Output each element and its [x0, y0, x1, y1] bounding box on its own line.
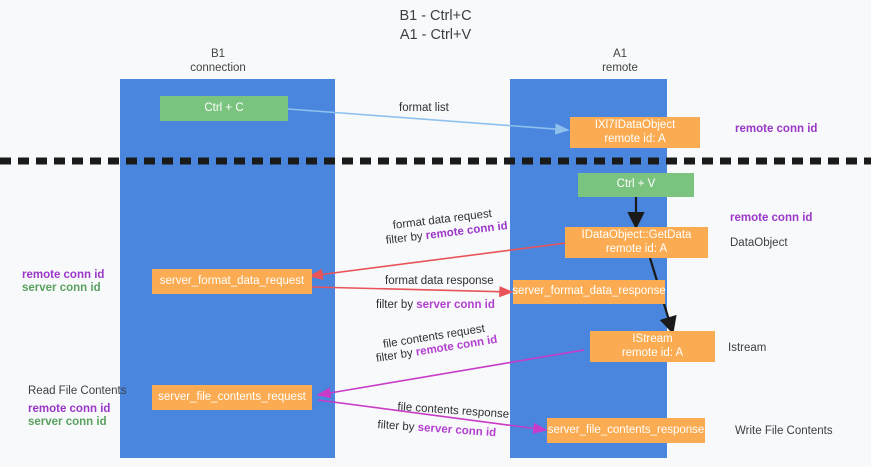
box-idataobject-getdata-line1: IDataObject::GetData: [581, 229, 692, 241]
box-idataobject-getdata-line2: remote id: A: [605, 242, 668, 255]
label-write-file-contents: Write File Contents: [735, 425, 833, 437]
filter-prefix: filter by: [377, 418, 419, 434]
box-server-file-contents-request[interactable]: server_file_contents_request: [152, 385, 312, 410]
box-idataobject-line1: IXl7IDataObject: [594, 119, 676, 131]
column-header-b1: B1 connection: [148, 48, 288, 75]
box-idataobject-line2: remote id: A: [604, 132, 666, 145]
filter-prefix: filter by: [375, 346, 417, 365]
box-ctrl-c[interactable]: Ctrl + C: [160, 96, 288, 121]
label-left-server-conn-id-bottom: server conn id: [28, 416, 107, 428]
label-left-remote-conn-id-bottom: remote conn id: [28, 403, 111, 415]
box-ctrl-c-label: Ctrl + C: [204, 101, 244, 114]
arrow-label-file-contents-response: file contents response: [397, 400, 510, 421]
label-dataobject: DataObject: [730, 237, 788, 249]
filter-key: server conn id: [417, 421, 497, 440]
column-header-a1-name: A1: [612, 48, 628, 60]
title-line-2: A1 - Ctrl+V: [399, 27, 472, 43]
box-ctrl-v-label: Ctrl + V: [616, 178, 656, 191]
box-istream-line2: remote id: A: [621, 346, 684, 359]
box-idataobject[interactable]: IXl7IDataObject remote id: A: [570, 117, 700, 148]
box-server-file-contents-request-label: server_file_contents_request: [158, 390, 306, 403]
label-remote-conn-id-mid: remote conn id: [730, 212, 813, 224]
filter-prefix: filter by: [376, 299, 417, 311]
column-header-b1-name: B1: [210, 48, 226, 60]
column-header-a1: A1 remote: [550, 48, 690, 75]
box-server-file-contents-response[interactable]: server_file_contents_response: [547, 418, 705, 443]
label-left-remote-conn-id-mid: remote conn id: [22, 269, 105, 281]
box-server-format-data-response-label: server_format_data_response: [512, 285, 666, 298]
filter-key: server conn id: [416, 299, 495, 311]
box-istream[interactable]: IStream remote id: A: [590, 331, 715, 362]
label-istream: Istream: [728, 342, 767, 354]
column-header-a1-sub: remote: [602, 61, 638, 74]
arrow-label-format-list: format list: [399, 102, 449, 114]
arrow-label-format-data-response-filter: filter by server conn id: [376, 298, 495, 312]
arrow-label-file-contents-response-filter: filter by server conn id: [377, 418, 497, 440]
box-server-file-contents-response-label: server_file_contents_response: [547, 423, 705, 436]
page-title: B1 - Ctrl+C A1 - Ctrl+V: [0, 7, 871, 45]
box-server-format-data-request[interactable]: server_format_data_request: [152, 269, 312, 294]
label-read-file-contents: Read File Contents: [28, 385, 127, 397]
column-header-b1-sub: connection: [190, 61, 246, 74]
box-idataobject-getdata[interactable]: IDataObject::GetData remote id: A: [565, 227, 708, 258]
arrow-label-format-data-response: format data response: [385, 275, 494, 287]
box-server-format-data-response[interactable]: server_format_data_response: [512, 280, 666, 304]
label-remote-conn-id-top: remote conn id: [735, 123, 818, 135]
label-left-server-conn-id-mid: server conn id: [22, 282, 101, 294]
title-line-1: B1 - Ctrl+C: [399, 8, 472, 24]
box-ctrl-v[interactable]: Ctrl + V: [578, 173, 694, 197]
filter-prefix: filter by: [385, 230, 427, 247]
box-istream-line1: IStream: [632, 333, 673, 345]
box-server-format-data-request-label: server_format_data_request: [159, 274, 305, 287]
